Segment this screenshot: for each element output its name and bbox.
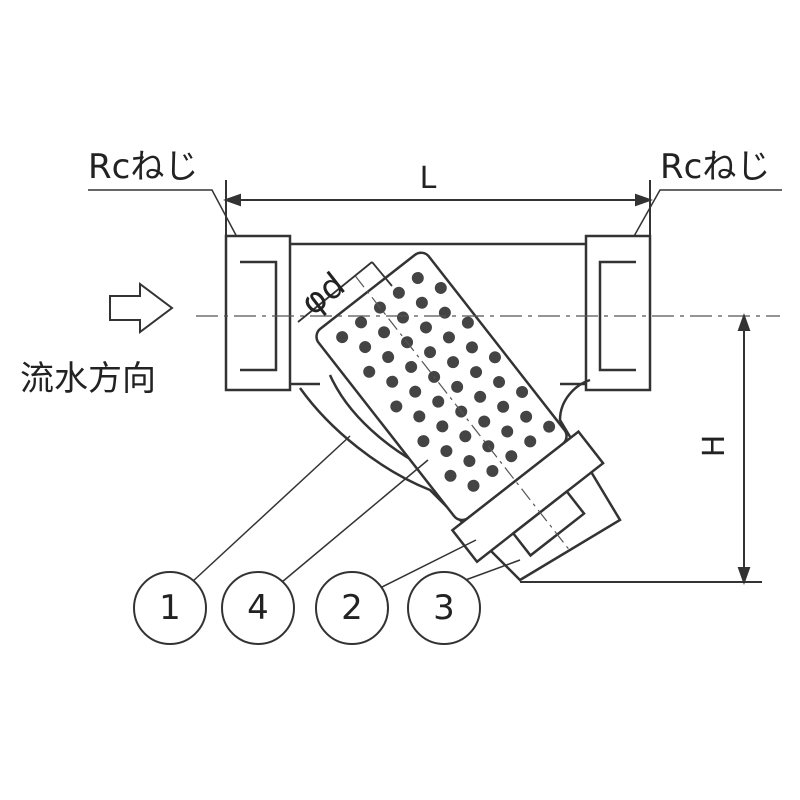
strainer-body [224, 234, 652, 582]
dimension-h [520, 313, 762, 585]
perforation-hole [355, 316, 368, 329]
perforation-hole [488, 351, 501, 364]
perforation-hole [363, 365, 376, 378]
callout-circle-4 [221, 571, 295, 645]
perforation-hole [436, 420, 449, 433]
perforation-hole [386, 375, 399, 388]
perforation-hole [459, 430, 472, 443]
perforation-hole [419, 321, 432, 334]
perforation-hole [440, 445, 453, 458]
perforation-hole [413, 410, 426, 423]
perforation-hole [405, 360, 418, 373]
perforation-hole [505, 450, 518, 463]
flow-direction-label: 流水方向 [20, 359, 156, 399]
callout-number-4: 4 [247, 588, 269, 628]
perforation-hole [451, 380, 464, 393]
perforation-hole [417, 435, 430, 448]
perforation-hole [470, 366, 483, 379]
screen-assembly [315, 251, 605, 564]
callout-number-3: 3 [433, 588, 455, 628]
perforation-hole [442, 331, 455, 344]
perforation-hole [444, 469, 457, 482]
perforation-hole [390, 400, 403, 413]
height-label: H [697, 435, 732, 458]
callout-circle-1 [133, 571, 207, 645]
perforation-hole [486, 464, 499, 477]
callout-number-1: 1 [159, 588, 181, 628]
length-label: L [420, 161, 437, 196]
perforation-hole [474, 390, 487, 403]
perforation-hole [501, 425, 514, 438]
perforation-hole [432, 395, 445, 408]
flow-arrow-icon [109, 282, 174, 334]
callout-circles: 1 4 2 3 [133, 571, 481, 645]
perforation-hole [447, 356, 460, 369]
perforation-hole [465, 341, 478, 354]
callout-circle-2 [315, 571, 389, 645]
perforation-hole [378, 326, 391, 339]
dimension-l [223, 180, 653, 240]
perforation-hole [392, 286, 405, 299]
perforation-hole [409, 385, 422, 398]
perforation-hole [516, 385, 529, 398]
rc-leader-right [623, 189, 782, 255]
perforation-hole [520, 410, 533, 423]
callout-leaders [191, 435, 521, 591]
callout-number-2: 2 [341, 588, 363, 628]
screen-centerline [354, 275, 572, 553]
perforation-hole [493, 376, 506, 389]
perforation-hole [463, 455, 476, 468]
perforation-hole [543, 420, 556, 433]
perforation-hole [461, 316, 474, 329]
rc-leader-left [88, 189, 247, 255]
perforation-hole [336, 331, 349, 344]
perforation-hole [467, 479, 480, 492]
dimension-diameter [297, 261, 393, 323]
perforation-hole [382, 351, 395, 364]
perforation-hole [411, 272, 424, 285]
perforation-hole [478, 415, 491, 428]
rc-thread-label-right: Rcねじ [660, 147, 770, 187]
rc-thread-label-left: Rcねじ [88, 147, 198, 187]
perforation-hole [524, 435, 537, 448]
perforation-hole [424, 346, 437, 359]
callout-circle-3 [407, 571, 481, 645]
perforation-hole [434, 281, 447, 294]
perforation-hole [497, 400, 510, 413]
perforation-hole [415, 296, 428, 309]
perforation-hole [396, 311, 409, 324]
perforation-hole [359, 341, 372, 354]
